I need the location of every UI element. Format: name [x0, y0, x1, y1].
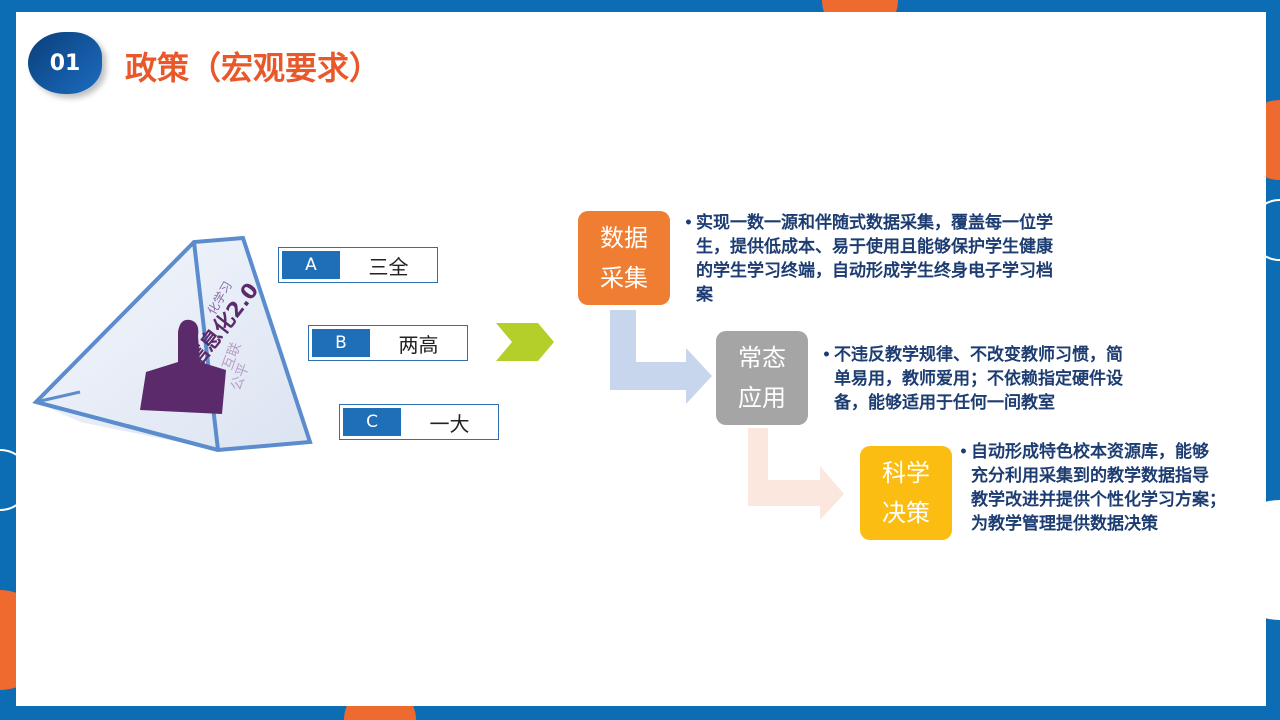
chevron-right-icon — [496, 323, 554, 361]
desc-line: 实现一数一源和伴随式数据采集，覆盖每一位学 — [696, 213, 1053, 233]
tag-text: 两高 — [398, 332, 439, 357]
tag-a: A 三全 — [278, 247, 438, 283]
step-regular-application: 常态 应用 — [716, 331, 808, 425]
step-label-line1: 常态 — [738, 344, 786, 372]
flow-arrows — [610, 310, 844, 520]
step-label-line1: 数据 — [600, 224, 648, 252]
step-label-line2: 应用 — [738, 384, 786, 412]
desc-line: 自动形成特色校本资源库，能够 — [971, 442, 1209, 462]
desc-line: 备，能够适用于任何一间教室 — [834, 393, 1055, 413]
desc-line: 案 — [696, 285, 713, 305]
desc-line: 不违反教学规律、不改变教师习惯，简 — [834, 345, 1123, 365]
tag-c: C 一大 — [339, 404, 499, 440]
desc-line: 的学生学习终端，自动形成学生终身电子学习档 — [696, 261, 1053, 281]
tag-letter: A — [282, 251, 340, 279]
section-number: 01 — [49, 50, 81, 76]
desc-line: 教学改进并提供个性化学习方案； — [971, 490, 1226, 510]
tag-text: 三全 — [368, 254, 409, 279]
step-description: • 自动形成特色校本资源库，能够 充分利用采集到的教学数据指导 教学改进并提供个… — [959, 440, 1261, 536]
tag-text: 一大 — [429, 411, 470, 436]
step-label-line1: 科学 — [882, 459, 930, 487]
tag-letter: C — [343, 408, 401, 436]
step-label-line2: 决策 — [882, 499, 930, 527]
step-data-collection: 数据 采集 — [578, 211, 670, 305]
step-description: • 不违反教学规律、不改变教师习惯，简 单易用，教师爱用；不依赖指定硬件设 备，… — [822, 343, 1184, 415]
page-title: 政策（宏观要求） — [125, 49, 382, 87]
prism-illustration: 教育信息化2.0 化学习 互联 公平 — [32, 235, 313, 453]
step-label-line2: 采集 — [600, 264, 648, 292]
hand-icon — [140, 319, 226, 414]
tag-letter: B — [312, 329, 370, 357]
bullet-icon: • — [684, 215, 693, 231]
step-description: • 实现一数一源和伴随式数据采集，覆盖每一位学 生，提供低成本、易于使用且能够保… — [684, 211, 1126, 307]
bullet-icon: • — [959, 444, 968, 460]
tag-b: B 两高 — [308, 325, 468, 361]
desc-line: 充分利用采集到的教学数据指导 — [971, 466, 1209, 486]
step-scientific-decision: 科学 决策 — [860, 446, 952, 540]
section-number-badge: 01 — [28, 32, 102, 94]
desc-line: 生，提供低成本、易于使用且能够保护学生健康 — [696, 237, 1053, 257]
desc-line: 为教学管理提供数据决策 — [971, 514, 1158, 534]
bullet-icon: • — [822, 347, 831, 363]
desc-line: 单易用，教师爱用；不依赖指定硬件设 — [834, 369, 1123, 389]
